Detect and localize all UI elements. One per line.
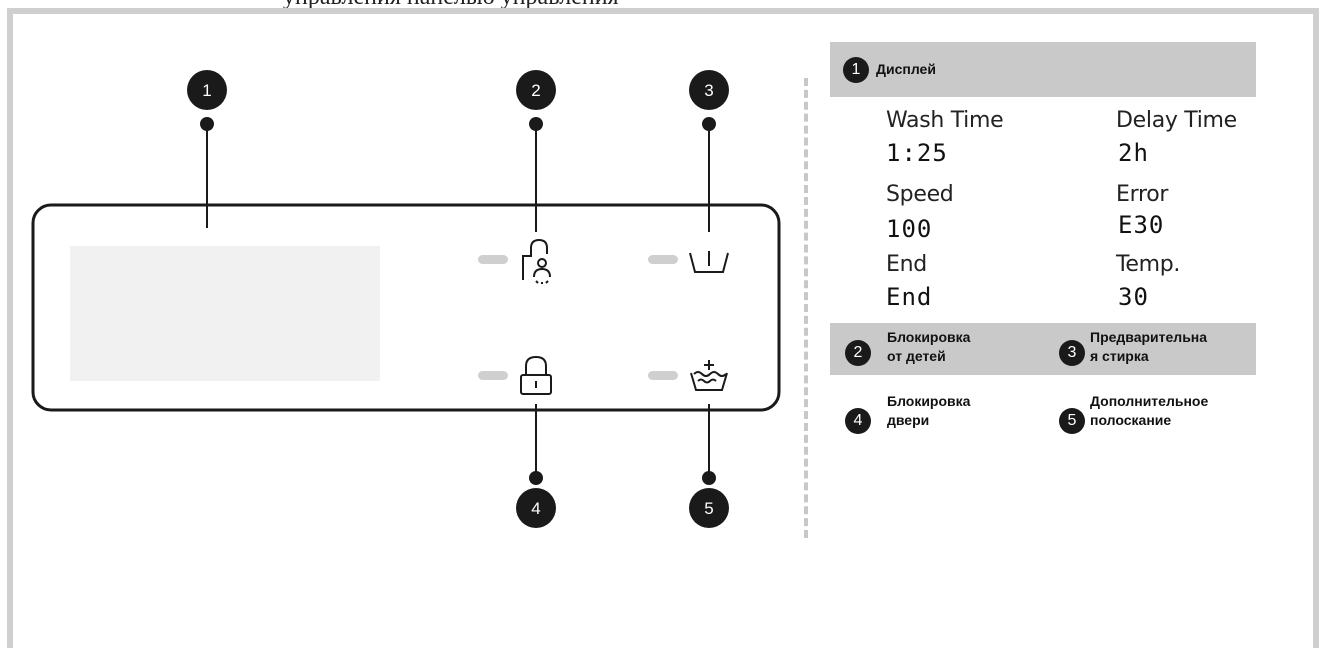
callout-badge-2: 2 xyxy=(516,70,556,110)
legend-label-line: двери xyxy=(887,412,930,428)
leader-dot-1 xyxy=(200,117,214,131)
callout-number: 5 xyxy=(704,499,713,518)
display-example-value: End xyxy=(886,283,933,311)
callout-number: 4 xyxy=(531,499,540,518)
legend-label-line: Предварительна xyxy=(1090,329,1208,345)
legend-label-line: я стирка xyxy=(1090,348,1149,364)
display-example-label: Error xyxy=(1116,182,1169,207)
display-example-value: E30 xyxy=(1118,211,1165,239)
door-lock-icon xyxy=(520,355,552,395)
indicator-light-extra-rinse xyxy=(648,371,678,380)
callout-badge-1: 1 xyxy=(187,70,227,110)
display-example-label: Wash Time xyxy=(886,108,1004,133)
callout-number: 1 xyxy=(202,81,211,100)
legend-number: 3 xyxy=(1059,340,1085,366)
legend-number: 5 xyxy=(1059,408,1085,434)
legend-number: 4 xyxy=(845,408,871,434)
child-lock-icon xyxy=(522,238,551,284)
dashed-divider xyxy=(804,78,808,538)
page-frame xyxy=(7,8,1319,648)
display-example-label: Temp. xyxy=(1116,252,1181,277)
display-example-value: 2h xyxy=(1118,139,1149,167)
display-screen xyxy=(70,246,380,381)
legend-label-line: Дополнительное xyxy=(1090,393,1209,409)
page-header-text: управления панелью управления xyxy=(283,0,619,11)
display-example-label: End xyxy=(886,252,927,277)
callout-number: 2 xyxy=(531,81,540,100)
legend-row-child-lock-prewash: 2 Блокировка от детей 3 Предварительна я… xyxy=(830,323,1256,375)
legend-label-line: Блокировка xyxy=(887,329,971,345)
callout-badge-3: 3 xyxy=(689,70,729,110)
control-panel-diagram: 1 2 3 4 5 xyxy=(31,70,781,528)
leader-dot-4 xyxy=(529,471,543,485)
callout-number: 3 xyxy=(704,81,713,100)
legend-label-line: Блокировка xyxy=(887,393,971,409)
legend-label-line: от детей xyxy=(887,348,946,364)
legend-label: Дисплей xyxy=(876,61,936,77)
legend-row-display: 1 Дисплей xyxy=(830,42,1256,97)
display-example-label: Speed xyxy=(886,182,954,207)
display-example-label: Delay Time xyxy=(1116,108,1237,133)
legend-label-line: полоскание xyxy=(1090,412,1172,428)
leader-dot-3 xyxy=(702,117,716,131)
indicator-light-door-lock xyxy=(478,371,508,380)
legend-row-door-lock-extra-rinse: 4 Блокировка двери 5 Дополнительное поло… xyxy=(830,387,1256,443)
extra-rinse-icon xyxy=(690,360,728,391)
display-example-value: 1:25 xyxy=(886,139,948,167)
leader-dot-2 xyxy=(529,117,543,131)
legend-number: 1 xyxy=(843,57,869,83)
indicator-light-prewash xyxy=(648,255,678,264)
display-example-value: 100 xyxy=(886,215,933,243)
legend-number: 2 xyxy=(845,340,871,366)
leader-dot-5 xyxy=(702,471,716,485)
display-example-value: 30 xyxy=(1118,283,1149,311)
callout-badge-4: 4 xyxy=(516,488,556,528)
callout-badge-5: 5 xyxy=(689,488,729,528)
indicator-light-child-lock xyxy=(478,255,508,264)
prewash-icon xyxy=(689,251,729,273)
page-header-fragment: управления панелью управления xyxy=(0,0,1328,14)
